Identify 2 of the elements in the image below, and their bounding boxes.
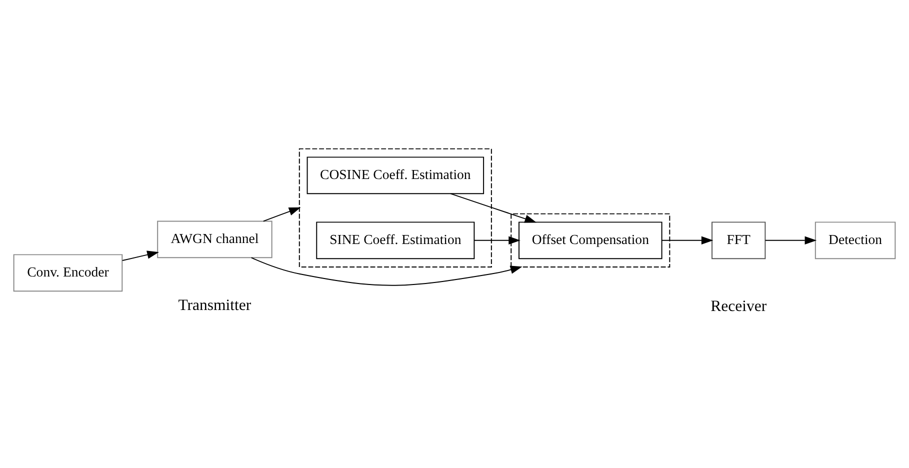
label: Transmitter	[178, 297, 252, 314]
label: Receiver	[710, 298, 767, 316]
